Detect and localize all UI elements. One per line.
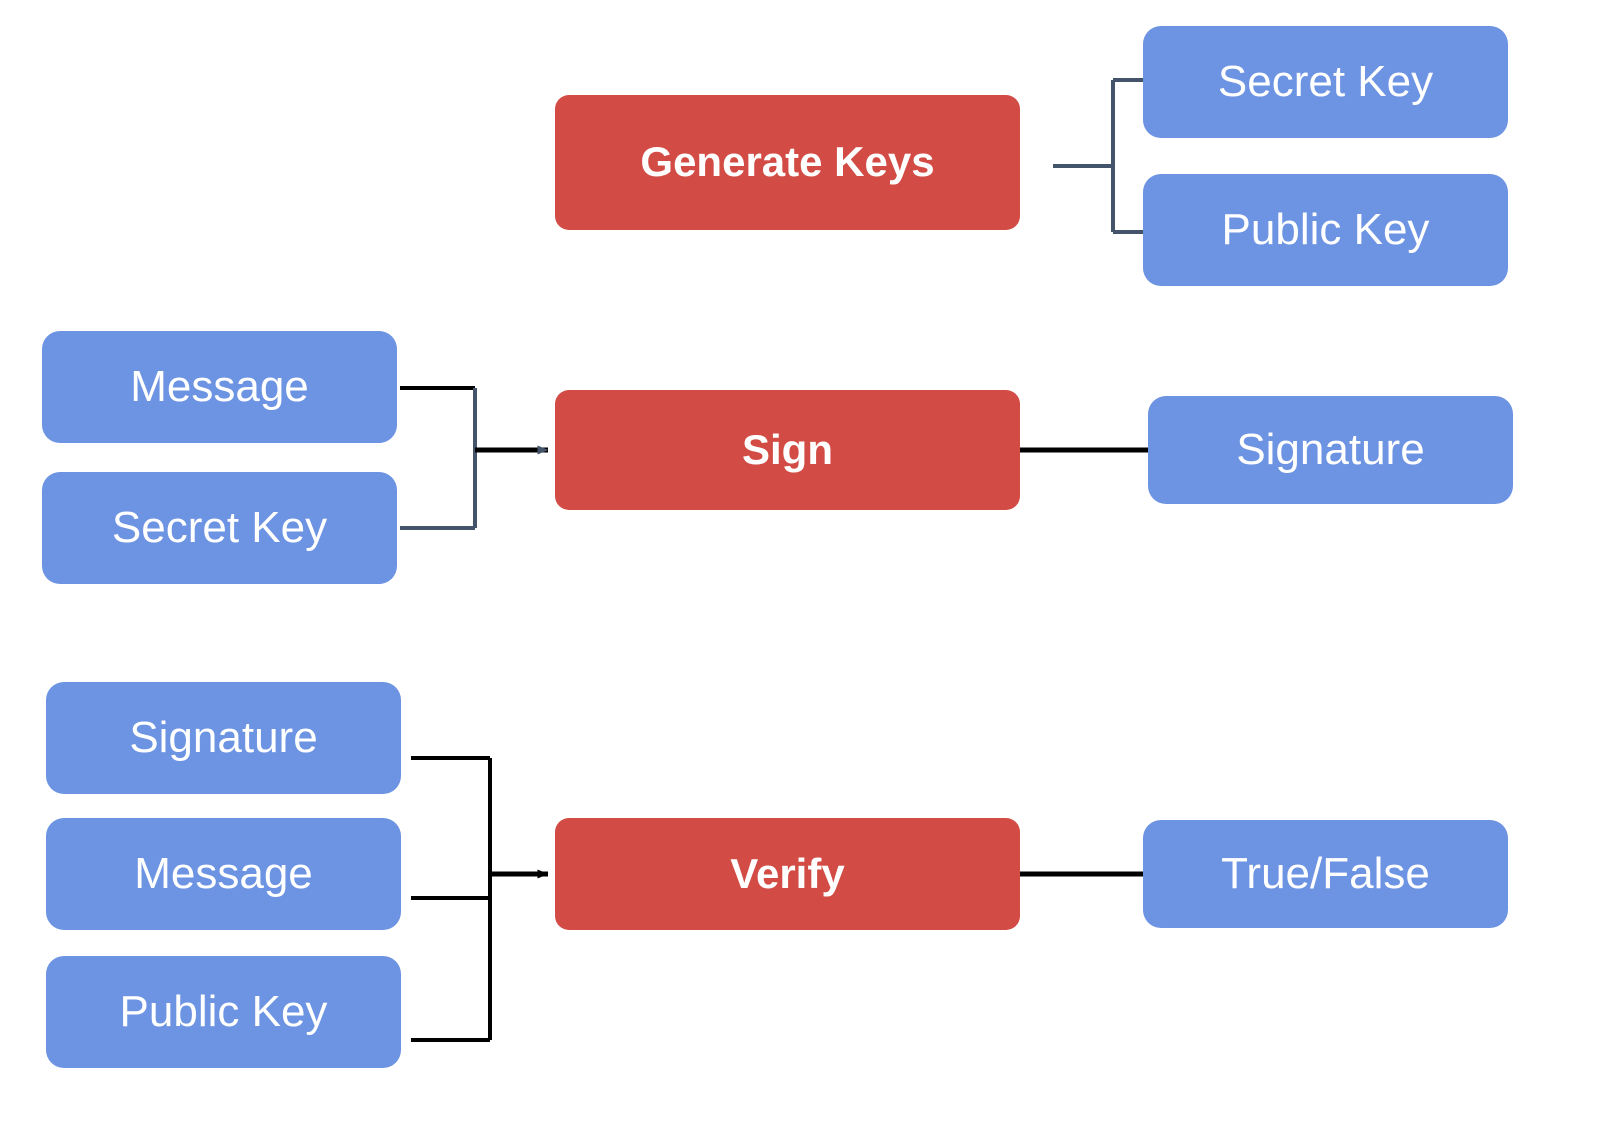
node-sign-output-signature-label: Signature — [1236, 424, 1425, 474]
process-verify-label: Verify — [730, 849, 845, 897]
node-public-key-output[interactable]: Public Key — [1143, 174, 1508, 286]
node-verify-output-result[interactable]: True/False — [1143, 820, 1508, 928]
node-verify-input-message-label: Message — [134, 848, 313, 898]
node-verify-input-public-key-label: Public Key — [119, 986, 328, 1036]
process-verify[interactable]: Verify — [555, 818, 1020, 930]
node-secret-key-output[interactable]: Secret Key — [1143, 26, 1508, 138]
node-sign-input-secret-key-label: Secret Key — [111, 502, 328, 552]
node-public-key-output-label: Public Key — [1221, 204, 1430, 254]
node-sign-output-signature[interactable]: Signature — [1148, 396, 1513, 504]
node-verify-output-result-label: True/False — [1221, 848, 1430, 898]
node-verify-input-public-key[interactable]: Public Key — [46, 956, 401, 1068]
process-generate-keys-label: Generate Keys — [640, 138, 935, 186]
process-generate-keys[interactable]: Generate Keys — [555, 95, 1020, 230]
process-sign-label: Sign — [742, 425, 833, 473]
edge-sign-inputs — [400, 386, 549, 530]
node-sign-input-message[interactable]: Message — [42, 331, 397, 443]
node-verify-input-message[interactable]: Message — [46, 818, 401, 930]
edge-verify-inputs — [411, 756, 549, 1042]
node-verify-input-signature-label: Signature — [129, 712, 318, 762]
node-sign-input-secret-key[interactable]: Secret Key — [42, 472, 397, 584]
node-sign-input-message-label: Message — [130, 361, 309, 411]
process-sign[interactable]: Sign — [555, 390, 1020, 510]
node-verify-input-signature[interactable]: Signature — [46, 682, 401, 794]
node-secret-key-output-label: Secret Key — [1217, 56, 1434, 106]
